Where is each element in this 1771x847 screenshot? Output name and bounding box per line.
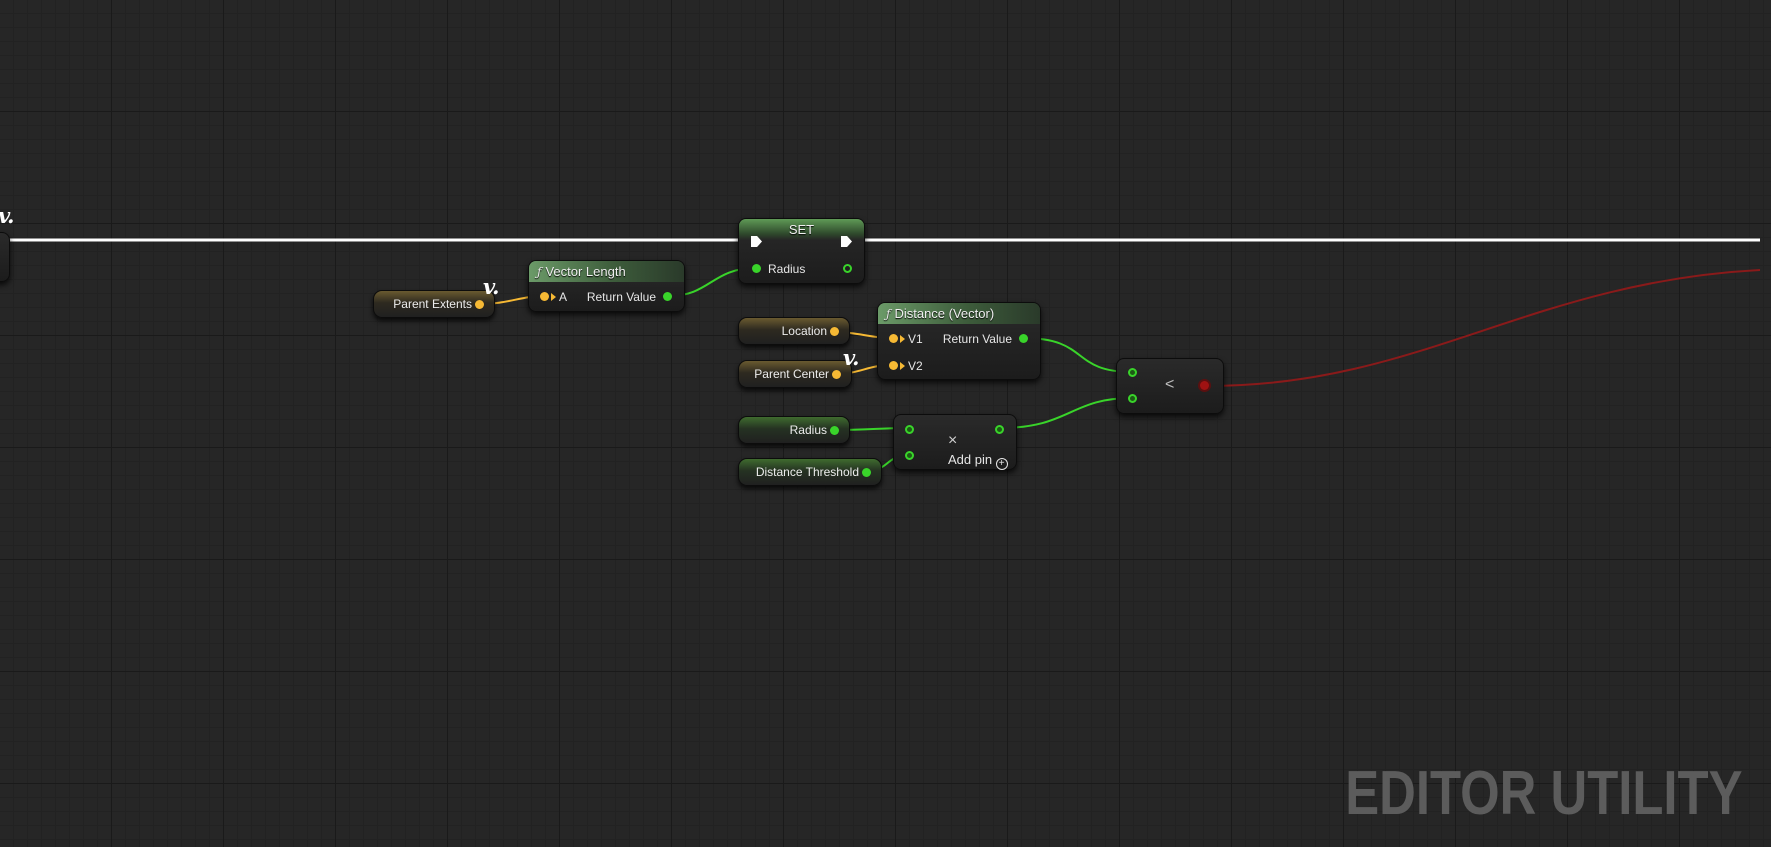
multiply-output-pin[interactable] [995, 425, 1004, 434]
radius-output-pin[interactable] [830, 426, 839, 435]
multiply-symbol: × [948, 432, 958, 449]
set-header: SET [739, 219, 864, 240]
vector-length-a-pin[interactable] [540, 292, 549, 301]
set-radius-node[interactable]: SET Radius [738, 218, 865, 284]
location-output-pin[interactable] [830, 327, 839, 336]
distance-threshold-variable-node[interactable]: Distance Threshold [738, 458, 882, 486]
multiply-input-a-pin[interactable] [905, 425, 914, 434]
set-exec-in-pin[interactable] [751, 236, 762, 247]
parent-center-label: Parent Center [754, 367, 829, 381]
variable-icon-left: v. [0, 203, 14, 228]
set-radius-output-pin[interactable] [843, 264, 852, 273]
vector-length-return-label: Return Value [586, 290, 656, 304]
parent-extents-variable-node[interactable]: Parent Extents [373, 290, 495, 318]
distance-return-label: Return Value [942, 332, 1012, 346]
vector-length-a-arrow [551, 293, 556, 301]
distance-vector-title: Distance (Vector) [894, 306, 995, 321]
multiply-input-b-pin[interactable] [905, 451, 914, 460]
distance-v2-label: V2 [908, 359, 923, 373]
variable-icon-parent-extents: v. [483, 274, 499, 299]
set-exec-out-pin[interactable] [841, 236, 852, 247]
add-pin-label: Add pin [948, 452, 993, 467]
distance-v1-pin[interactable] [889, 334, 898, 343]
vector-length-a-label: A [559, 290, 568, 304]
editor-utility-watermark: EDITOR UTILITY [1345, 759, 1743, 828]
radius-var-label: Radius [789, 423, 827, 437]
distance-return-pin[interactable] [1019, 334, 1028, 343]
set-radius-input-pin[interactable] [752, 264, 761, 273]
vector-length-return-pin[interactable] [663, 292, 672, 301]
distance-v1-arrow [900, 335, 905, 343]
parent-extents-label: Parent Extents [393, 297, 472, 311]
variable-icon-parent-center: v. [843, 345, 859, 370]
add-pin-button[interactable]: Add pin + [948, 452, 1008, 470]
wire-distance-to-less [1022, 337, 1133, 373]
wire-bool-output [1207, 269, 1761, 387]
vector-length-title: Vector Length [545, 264, 626, 279]
parent-center-variable-node[interactable]: Parent Center [738, 360, 852, 388]
distance-threshold-label: Distance Threshold [755, 465, 859, 479]
less-than-node[interactable]: < [1116, 358, 1224, 414]
less-than-input-b-pin[interactable] [1128, 394, 1137, 403]
distance-v2-arrow [900, 362, 905, 370]
function-icon: ƒ [886, 307, 891, 321]
distance-threshold-output-pin[interactable] [862, 468, 871, 477]
plus-circle-icon: + [995, 458, 1008, 470]
distance-v1-label: V1 [908, 332, 923, 346]
function-icon: ƒ [537, 265, 542, 279]
less-than-input-a-pin[interactable] [1128, 368, 1137, 377]
location-variable-node[interactable]: Location [738, 317, 850, 345]
radius-variable-node[interactable]: Radius [738, 416, 850, 444]
parent-center-output-pin[interactable] [832, 370, 841, 379]
distance-v2-pin[interactable] [889, 361, 898, 370]
parent-extents-output-pin[interactable] [475, 300, 484, 309]
less-than-output-pin[interactable] [1200, 381, 1209, 390]
location-label: Location [781, 324, 827, 338]
set-radius-label: Radius [768, 262, 806, 276]
less-than-symbol: < [1165, 376, 1175, 393]
multiply-node[interactable]: × Add pin + [893, 414, 1017, 470]
offscreen-node-edge[interactable] [0, 232, 10, 282]
wire-multiply-to-less [999, 397, 1133, 429]
